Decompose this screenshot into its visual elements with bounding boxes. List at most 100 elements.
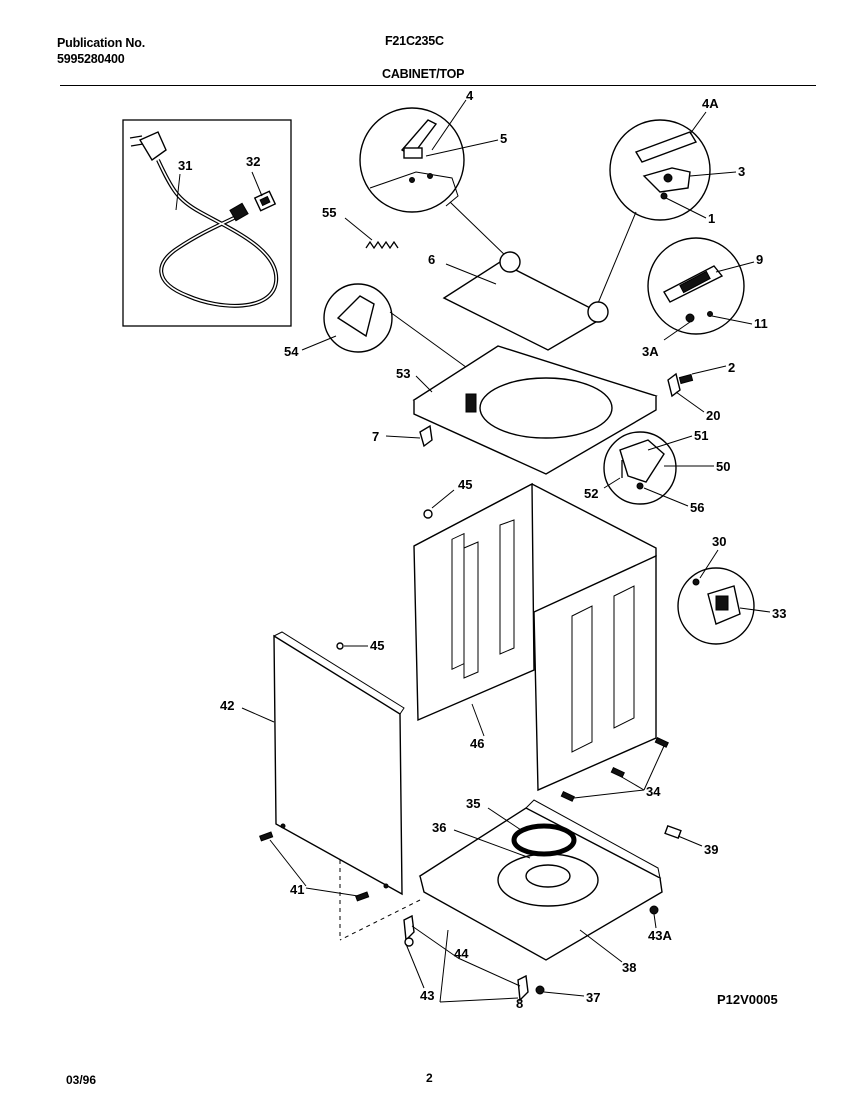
callout-labels: 4 5 4A 3 1 31 32 55 6 9 11 3A 54 53 2 20… <box>178 88 786 1011</box>
screw-39 <box>664 824 682 840</box>
leader-3A <box>663 321 691 341</box>
hinge-marker <box>587 301 609 323</box>
screw <box>660 192 668 200</box>
callout-6: 6 <box>428 252 435 267</box>
leader-33 <box>739 607 771 613</box>
leader-52 <box>603 477 621 489</box>
callout-54: 54 <box>284 344 299 359</box>
screws <box>259 736 682 902</box>
leader-45a <box>431 489 455 509</box>
leader-51 <box>647 435 693 451</box>
callout-34: 34 <box>646 784 661 799</box>
leader-8 <box>439 929 449 1003</box>
leader-5 <box>425 139 499 157</box>
lid-switch-detail <box>603 431 677 505</box>
leader-35 <box>487 807 525 833</box>
callout-8: 8 <box>516 996 523 1011</box>
hinge-marker <box>499 251 521 273</box>
leader-37 <box>543 991 585 997</box>
leader-line <box>449 201 511 261</box>
strain-relief-core <box>259 195 271 207</box>
callout-36: 36 <box>432 820 446 835</box>
power-cord-highlight <box>157 159 277 307</box>
leader-20 <box>675 391 705 413</box>
callout-3A: 3A <box>642 344 659 359</box>
leader-42 <box>241 707 275 723</box>
screw-2 <box>678 373 694 385</box>
leader-39 <box>677 835 703 847</box>
leader-6 <box>445 263 497 285</box>
bracket-core <box>715 595 729 611</box>
figure-id: P12V0005 <box>717 992 778 1007</box>
side-rib <box>571 605 593 753</box>
clip-20 <box>667 372 681 398</box>
callout-33: 33 <box>772 606 786 621</box>
screw-30 <box>692 578 700 586</box>
callout-53: 53 <box>396 366 410 381</box>
leader-4A <box>689 111 707 135</box>
spring-part <box>365 240 399 250</box>
leader-43 <box>405 943 425 989</box>
guide-lines <box>339 860 421 941</box>
footer-date: 03/96 <box>66 1073 97 1087</box>
side-rib <box>463 541 479 679</box>
screw-34 <box>654 736 669 748</box>
base-back-rail <box>525 799 661 879</box>
leader-54 <box>301 335 337 351</box>
side-rib <box>613 585 635 729</box>
cabinet-part <box>413 482 657 792</box>
callout-37: 37 <box>586 990 600 1005</box>
callout-35: 35 <box>466 796 480 811</box>
callout-51: 51 <box>694 428 708 443</box>
leader-line <box>595 211 637 309</box>
plug-prong <box>129 135 143 139</box>
leader-44 <box>411 925 459 959</box>
power-cord-inset <box>122 119 292 327</box>
cord-connector <box>229 202 249 222</box>
lid-edge <box>369 171 459 207</box>
callout-46: 46 <box>470 736 484 751</box>
leader-2 <box>691 365 727 375</box>
spring-coil <box>365 240 399 250</box>
callout-43A: 43A <box>648 928 672 943</box>
leader-56 <box>643 487 689 507</box>
callout-9: 9 <box>756 252 763 267</box>
leader-46 <box>471 703 485 737</box>
leveling-legs <box>403 914 545 1002</box>
callout-5: 5 <box>500 131 507 146</box>
callout-52: 52 <box>584 486 598 501</box>
cabinet-right-side <box>533 554 657 792</box>
hinge-bracket-detail-circle <box>647 237 745 335</box>
plug-45 <box>423 509 433 519</box>
inset-frame <box>122 119 292 327</box>
lid-switch-actuator <box>465 393 477 413</box>
callout-55: 55 <box>322 205 336 220</box>
publication-label: Publication No. <box>57 36 145 50</box>
lid-switch-detail-circle <box>595 119 711 309</box>
bracket-fastener <box>663 173 673 183</box>
dashed-guide <box>339 899 421 941</box>
plug-45b <box>336 642 344 650</box>
top-hardware <box>419 372 694 519</box>
section-title: CABINET/TOP <box>382 67 465 81</box>
hinge-detail-circle <box>359 107 511 261</box>
lid-part <box>442 251 609 351</box>
screw-41 <box>355 891 370 902</box>
fastener-43A <box>649 905 659 915</box>
callout-32: 32 <box>246 154 260 169</box>
callout-4: 4 <box>466 88 474 103</box>
callout-7: 7 <box>372 429 379 444</box>
callout-44: 44 <box>454 946 469 961</box>
leader-11 <box>711 315 753 325</box>
snubber-ring-35 <box>511 823 577 857</box>
callout-2: 2 <box>728 360 735 375</box>
leader-36 <box>453 829 531 859</box>
clip-7 <box>419 424 433 448</box>
leg-foot <box>404 937 414 947</box>
leader-41 <box>305 887 359 897</box>
front-panel-flange <box>273 631 405 715</box>
callout-43: 43 <box>420 988 434 1003</box>
callout-45-panel: 45 <box>370 638 384 653</box>
grommet <box>685 313 695 323</box>
